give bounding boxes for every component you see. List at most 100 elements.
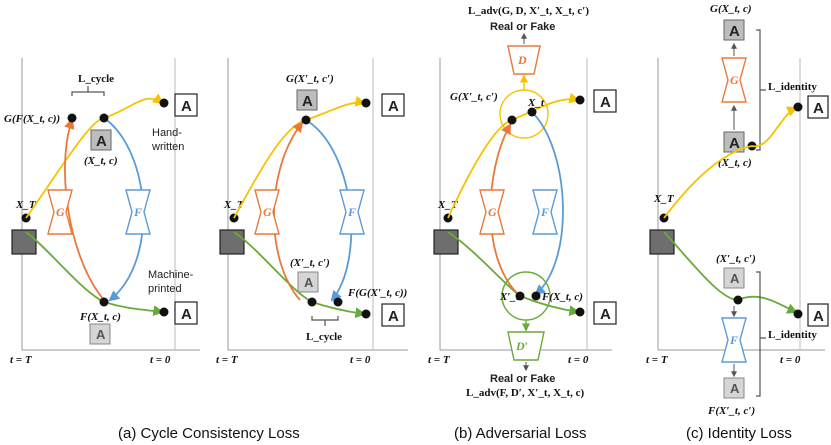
glyph-xtc: A (96, 133, 107, 150)
fg-label: F(G(X′_t, c)) (347, 287, 407, 299)
xt-label: X_T (653, 193, 675, 205)
f-net-label: F (540, 205, 549, 219)
g-net (47, 189, 73, 235)
input-box (649, 229, 675, 255)
fxtc-label: F(X_t, c) (79, 311, 121, 323)
glyph-machine: A (388, 308, 399, 325)
glyph-box-machine (593, 301, 617, 325)
f-net (125, 189, 151, 235)
d-net (507, 45, 541, 75)
glyph-machine: A (600, 306, 611, 323)
gxc-label: G(X′_t, c′) (450, 91, 498, 103)
g-net (479, 189, 505, 235)
g-net-label: G (56, 205, 65, 219)
fxtc-label: F(X_t, c) (541, 291, 583, 303)
identity-loss-top: L_identity (768, 81, 817, 93)
f-net (339, 189, 365, 235)
glyph-gxc: A (302, 93, 313, 110)
panel-b: t = T t = 0 L_adv(G, D, X′_t, X_t, c′) R… (428, 5, 617, 399)
glyph-xtc-prime: A (304, 275, 314, 290)
xtc-prime-dot (733, 295, 743, 305)
glyph-machine: A (813, 308, 824, 325)
g-net-label: G (488, 205, 497, 219)
xt-prime-dot (515, 291, 525, 301)
gxc-dot (507, 115, 517, 125)
caption-b: (b) Adversarial Loss (454, 425, 587, 442)
f-net (532, 189, 558, 235)
xtc-prime-dot (307, 297, 317, 307)
t-end-label: t = 0 (780, 354, 801, 366)
glyph-box-machine (807, 303, 829, 327)
g-net (254, 189, 280, 235)
real-fake-top: Real or Fake (490, 21, 555, 33)
identity-brace-top (756, 29, 766, 151)
glyph-hand: A (181, 98, 192, 115)
glyph-box-hand (593, 89, 617, 113)
g-arc (64, 117, 105, 301)
t-start-label: t = T (216, 354, 239, 366)
input-box (11, 229, 37, 255)
g-net (721, 57, 747, 103)
xtc-label: (X_t, c) (718, 157, 752, 169)
machine-label-1: Machine- (148, 269, 194, 281)
xt-top-dot (527, 107, 537, 117)
glyph-fxtc: A (96, 327, 106, 342)
input-box (433, 229, 459, 255)
xtc-dot (99, 113, 109, 123)
xt-top-label: X_t (527, 97, 545, 109)
g-net-label: G (730, 73, 739, 87)
glyph-box-hand (174, 93, 198, 117)
gf-dot (67, 113, 77, 123)
gxc-dot (301, 115, 311, 125)
glyph-box-machine (381, 303, 405, 327)
cycle-loss-label: L_cycle (306, 331, 342, 343)
t-end-label: t = 0 (150, 354, 171, 366)
hand-dot (575, 95, 585, 105)
top-circle (499, 89, 549, 139)
handwritten-label-2: written (151, 141, 184, 153)
xt-label: X_T (15, 199, 37, 211)
glyph-box-xtc-prime (297, 271, 319, 293)
glyph-box-hand (807, 95, 829, 119)
xtc-label: (X_t, c) (84, 155, 118, 167)
glyph-box-hand (381, 93, 405, 117)
dprime-net (507, 331, 545, 361)
gxc-label: G(X′_t, c′) (286, 73, 334, 85)
panel-a-right: t = T t = 0 X_T G F G(X′_t, c′) A (X′_t,… (216, 58, 408, 366)
glyph-box-gxtc (723, 19, 745, 41)
f-net (721, 317, 747, 363)
glyph-hand: A (600, 94, 611, 111)
adv-loss-bottom: L_adv(F, D′, X′_t, X_t, c) (466, 387, 585, 399)
glyph-box-fxtc (723, 377, 745, 399)
t-start-label: t = T (428, 354, 451, 366)
glyph-xtc: A (729, 135, 740, 152)
caption-a: (a) Cycle Consistency Loss (118, 425, 300, 442)
glyph-box-xtc-prime (723, 267, 745, 289)
machine-label-2: printed (148, 283, 182, 295)
t-end-label: t = 0 (568, 354, 589, 366)
g-net-label: G (263, 205, 272, 219)
green-path (25, 231, 165, 316)
f-net-label: F (133, 205, 142, 219)
machine-dot (361, 309, 371, 319)
glyph-fxtc: A (730, 381, 740, 396)
xt-prime-label: X′_t (499, 291, 520, 303)
t-start-label: t = T (10, 354, 33, 366)
hand-dot (159, 98, 169, 108)
glyph-box-fxtc (89, 323, 111, 345)
glyph-hand: A (388, 98, 399, 115)
f-net-label: F (347, 205, 356, 219)
hand-dot (793, 102, 803, 112)
handwritten-label-1: Hand- (152, 127, 182, 139)
d-net-label: D (517, 53, 527, 67)
gold-path (663, 106, 798, 219)
t-end-label: t = 0 (350, 354, 371, 366)
gxtc-label: G(X_t, c) (710, 3, 752, 15)
machine-dot (159, 307, 169, 317)
glyph-gxtc: A (729, 23, 740, 40)
fxtc-dot (99, 297, 109, 307)
machine-dot (575, 307, 585, 317)
panel-c: t = T t = 0 G(X_t, c) A G A (X_t, c) L_i… (646, 3, 829, 417)
adv-loss-top: L_adv(G, D, X′_t, X_t, c′) (468, 5, 589, 17)
